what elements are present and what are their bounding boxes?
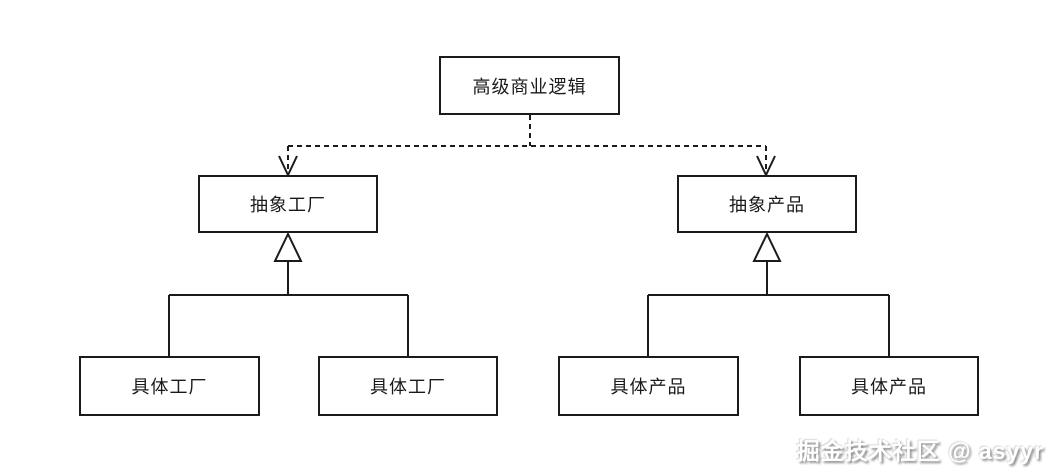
node-abstract-factory: 抽象工厂 <box>198 175 378 233</box>
dependency-edge-group <box>278 115 776 178</box>
hollow-triangle-arrowhead-right <box>752 231 782 262</box>
node-abstract-product: 抽象产品 <box>677 175 857 233</box>
node-concrete-product-1: 具体产品 <box>558 356 739 416</box>
node-concrete-product-2: 具体产品 <box>799 356 979 416</box>
node-concrete-factory-1: 具体工厂 <box>79 356 260 416</box>
node-high-level-business-logic: 高级商业逻辑 <box>439 56 620 115</box>
node-concrete-factory-2: 具体工厂 <box>318 356 498 416</box>
inheritance-edge-group <box>168 231 890 356</box>
hollow-triangle-arrowhead-left <box>273 231 303 262</box>
watermark-text: 掘金技术社区 @ asyyr <box>796 438 1044 464</box>
